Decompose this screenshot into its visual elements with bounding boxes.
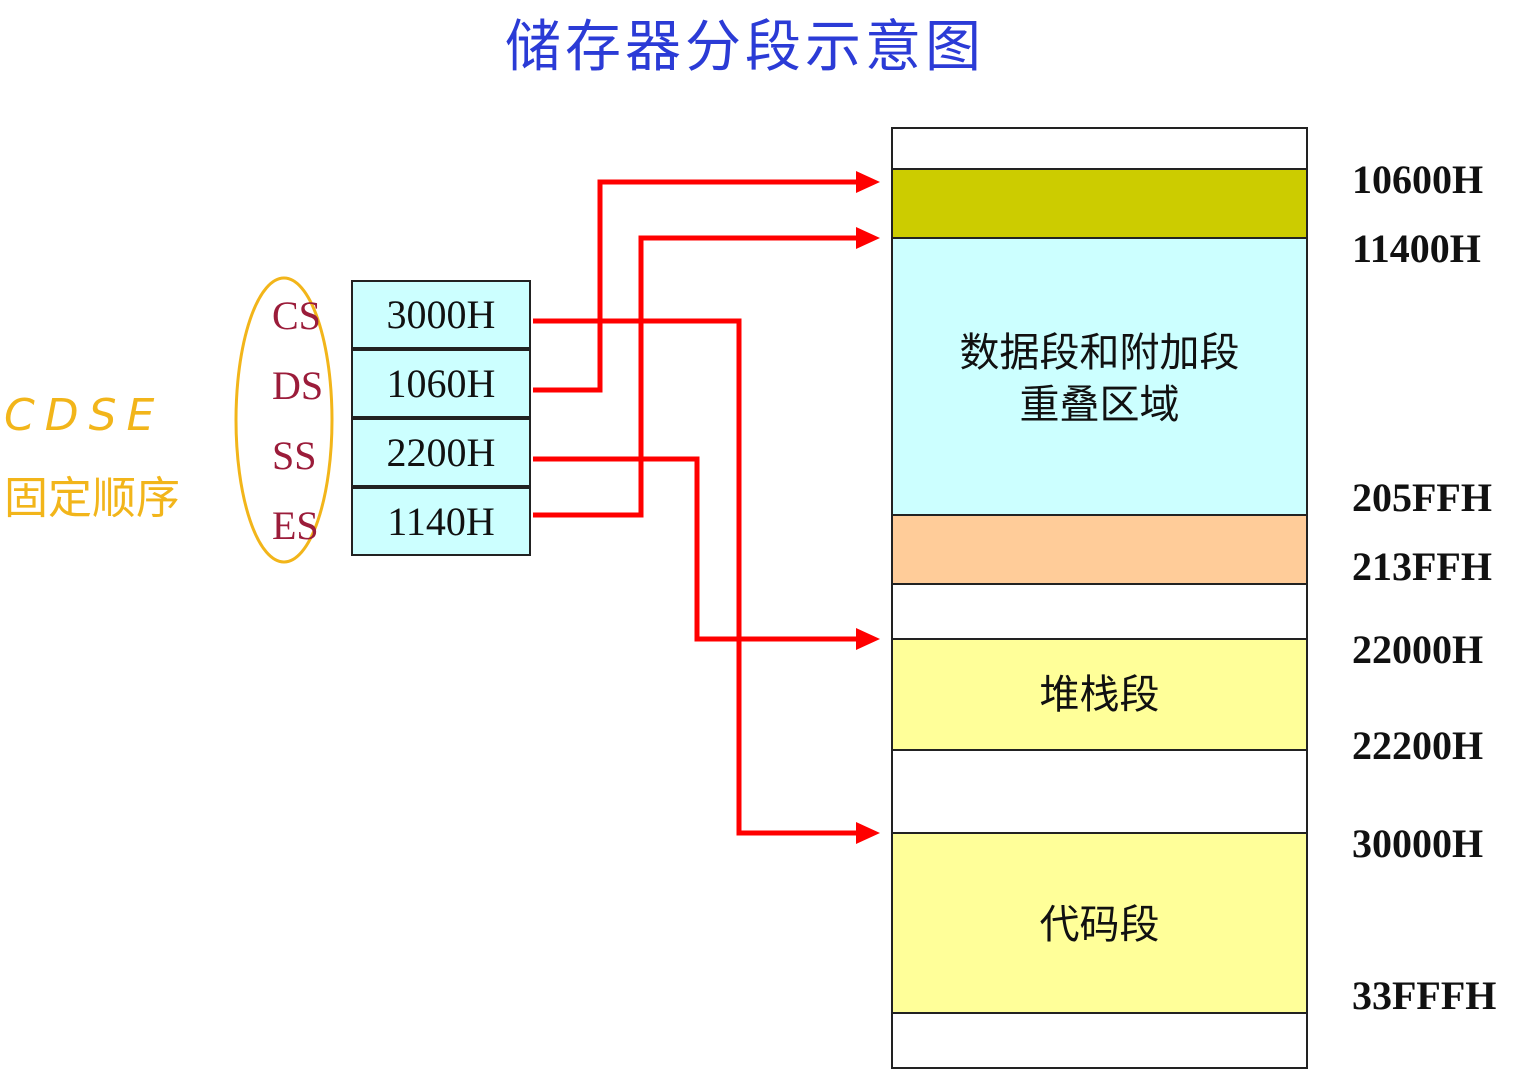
ss-arrowhead: [856, 628, 880, 650]
region-overlap: [891, 237, 1308, 516]
es-arrow-line: [533, 235, 858, 518]
address-label: 10600H: [1352, 157, 1484, 202]
overlap-label-line-2: 重叠区域: [1019, 382, 1180, 428]
register-name-cs: CS: [272, 293, 321, 338]
register-name-es: ES: [272, 503, 319, 548]
register-value-es: 1140H: [351, 487, 531, 556]
region-extra-only: [891, 514, 1308, 585]
address-label: 33FFFH: [1352, 973, 1497, 1018]
address-label: 205FFH: [1352, 475, 1492, 520]
address-label: 30000H: [1352, 821, 1484, 866]
region-stack-segment: [891, 638, 1308, 751]
ds-arrow-line: [533, 179, 858, 393]
diagram-title: 储存器分段示意图: [505, 15, 985, 80]
register-value-cs: 3000H: [351, 280, 531, 349]
address-label: 11400H: [1352, 226, 1481, 271]
code-segment-label: 代码段: [1039, 902, 1160, 948]
address-label: 22000H: [1352, 627, 1484, 672]
address-label: 213FFH: [1352, 544, 1492, 589]
register-value-ds: 1060H: [351, 349, 531, 418]
stack-segment-label: 堆栈段: [1039, 672, 1160, 718]
region-code-segment: [891, 832, 1308, 1014]
note-line-2: 固定顺序: [4, 473, 180, 524]
overlap-label-line-1: 数据段和附加段: [959, 330, 1240, 376]
cs-arrowhead: [856, 822, 880, 844]
register-value-ss: 2200H: [351, 418, 531, 487]
register-name-ss: SS: [272, 433, 317, 478]
ds-arrowhead: [856, 171, 880, 193]
cs-arrow-line: [533, 318, 858, 836]
ss-arrow-line: [533, 456, 858, 642]
address-label: 22200H: [1352, 723, 1484, 768]
register-name-ds: DS: [272, 363, 324, 408]
note-line-1: CDSE: [4, 390, 165, 441]
es-arrowhead: [856, 227, 880, 249]
